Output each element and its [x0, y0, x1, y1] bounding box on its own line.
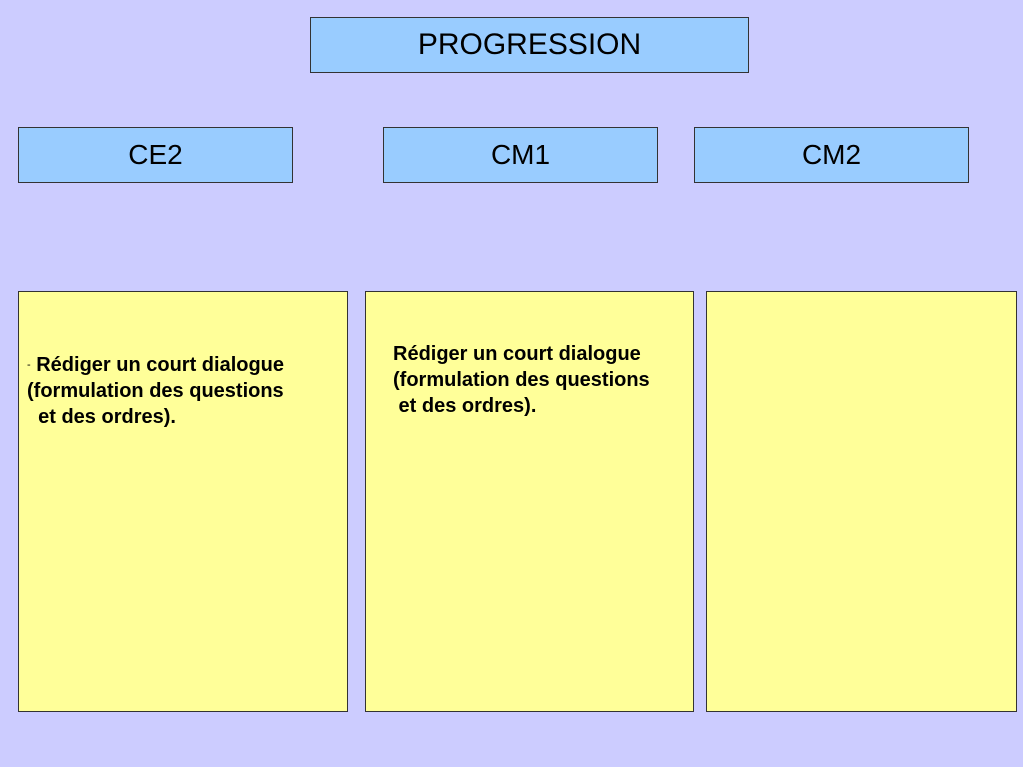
- column-cm2: [706, 291, 1017, 712]
- column-ce2-line2: (formulation des questions: [27, 380, 284, 402]
- column-cm1-line2: (formulation des questions: [393, 369, 650, 391]
- page-title: PROGRESSION: [310, 17, 749, 73]
- column-ce2-line1: Rédiger un court dialogue: [30, 354, 285, 376]
- column-cm1: Rédiger un court dialogue (formulation d…: [365, 291, 694, 712]
- column-cm1-line1: Rédiger un court dialogue: [393, 343, 641, 365]
- bullet-dash: -: [27, 359, 31, 371]
- level-header-cm2: CM2: [694, 127, 969, 183]
- column-cm1-text: Rédiger un court dialogue (formulation d…: [393, 341, 650, 419]
- column-ce2: - Rédiger un court dialogue (formulation…: [18, 291, 348, 712]
- column-cm1-line3: et des ordres).: [393, 395, 537, 417]
- column-ce2-line3: et des ordres).: [27, 406, 176, 428]
- level-header-ce2: CE2: [18, 127, 293, 183]
- column-ce2-text: - Rédiger un court dialogue (formulation…: [27, 352, 284, 430]
- level-header-cm1: CM1: [383, 127, 658, 183]
